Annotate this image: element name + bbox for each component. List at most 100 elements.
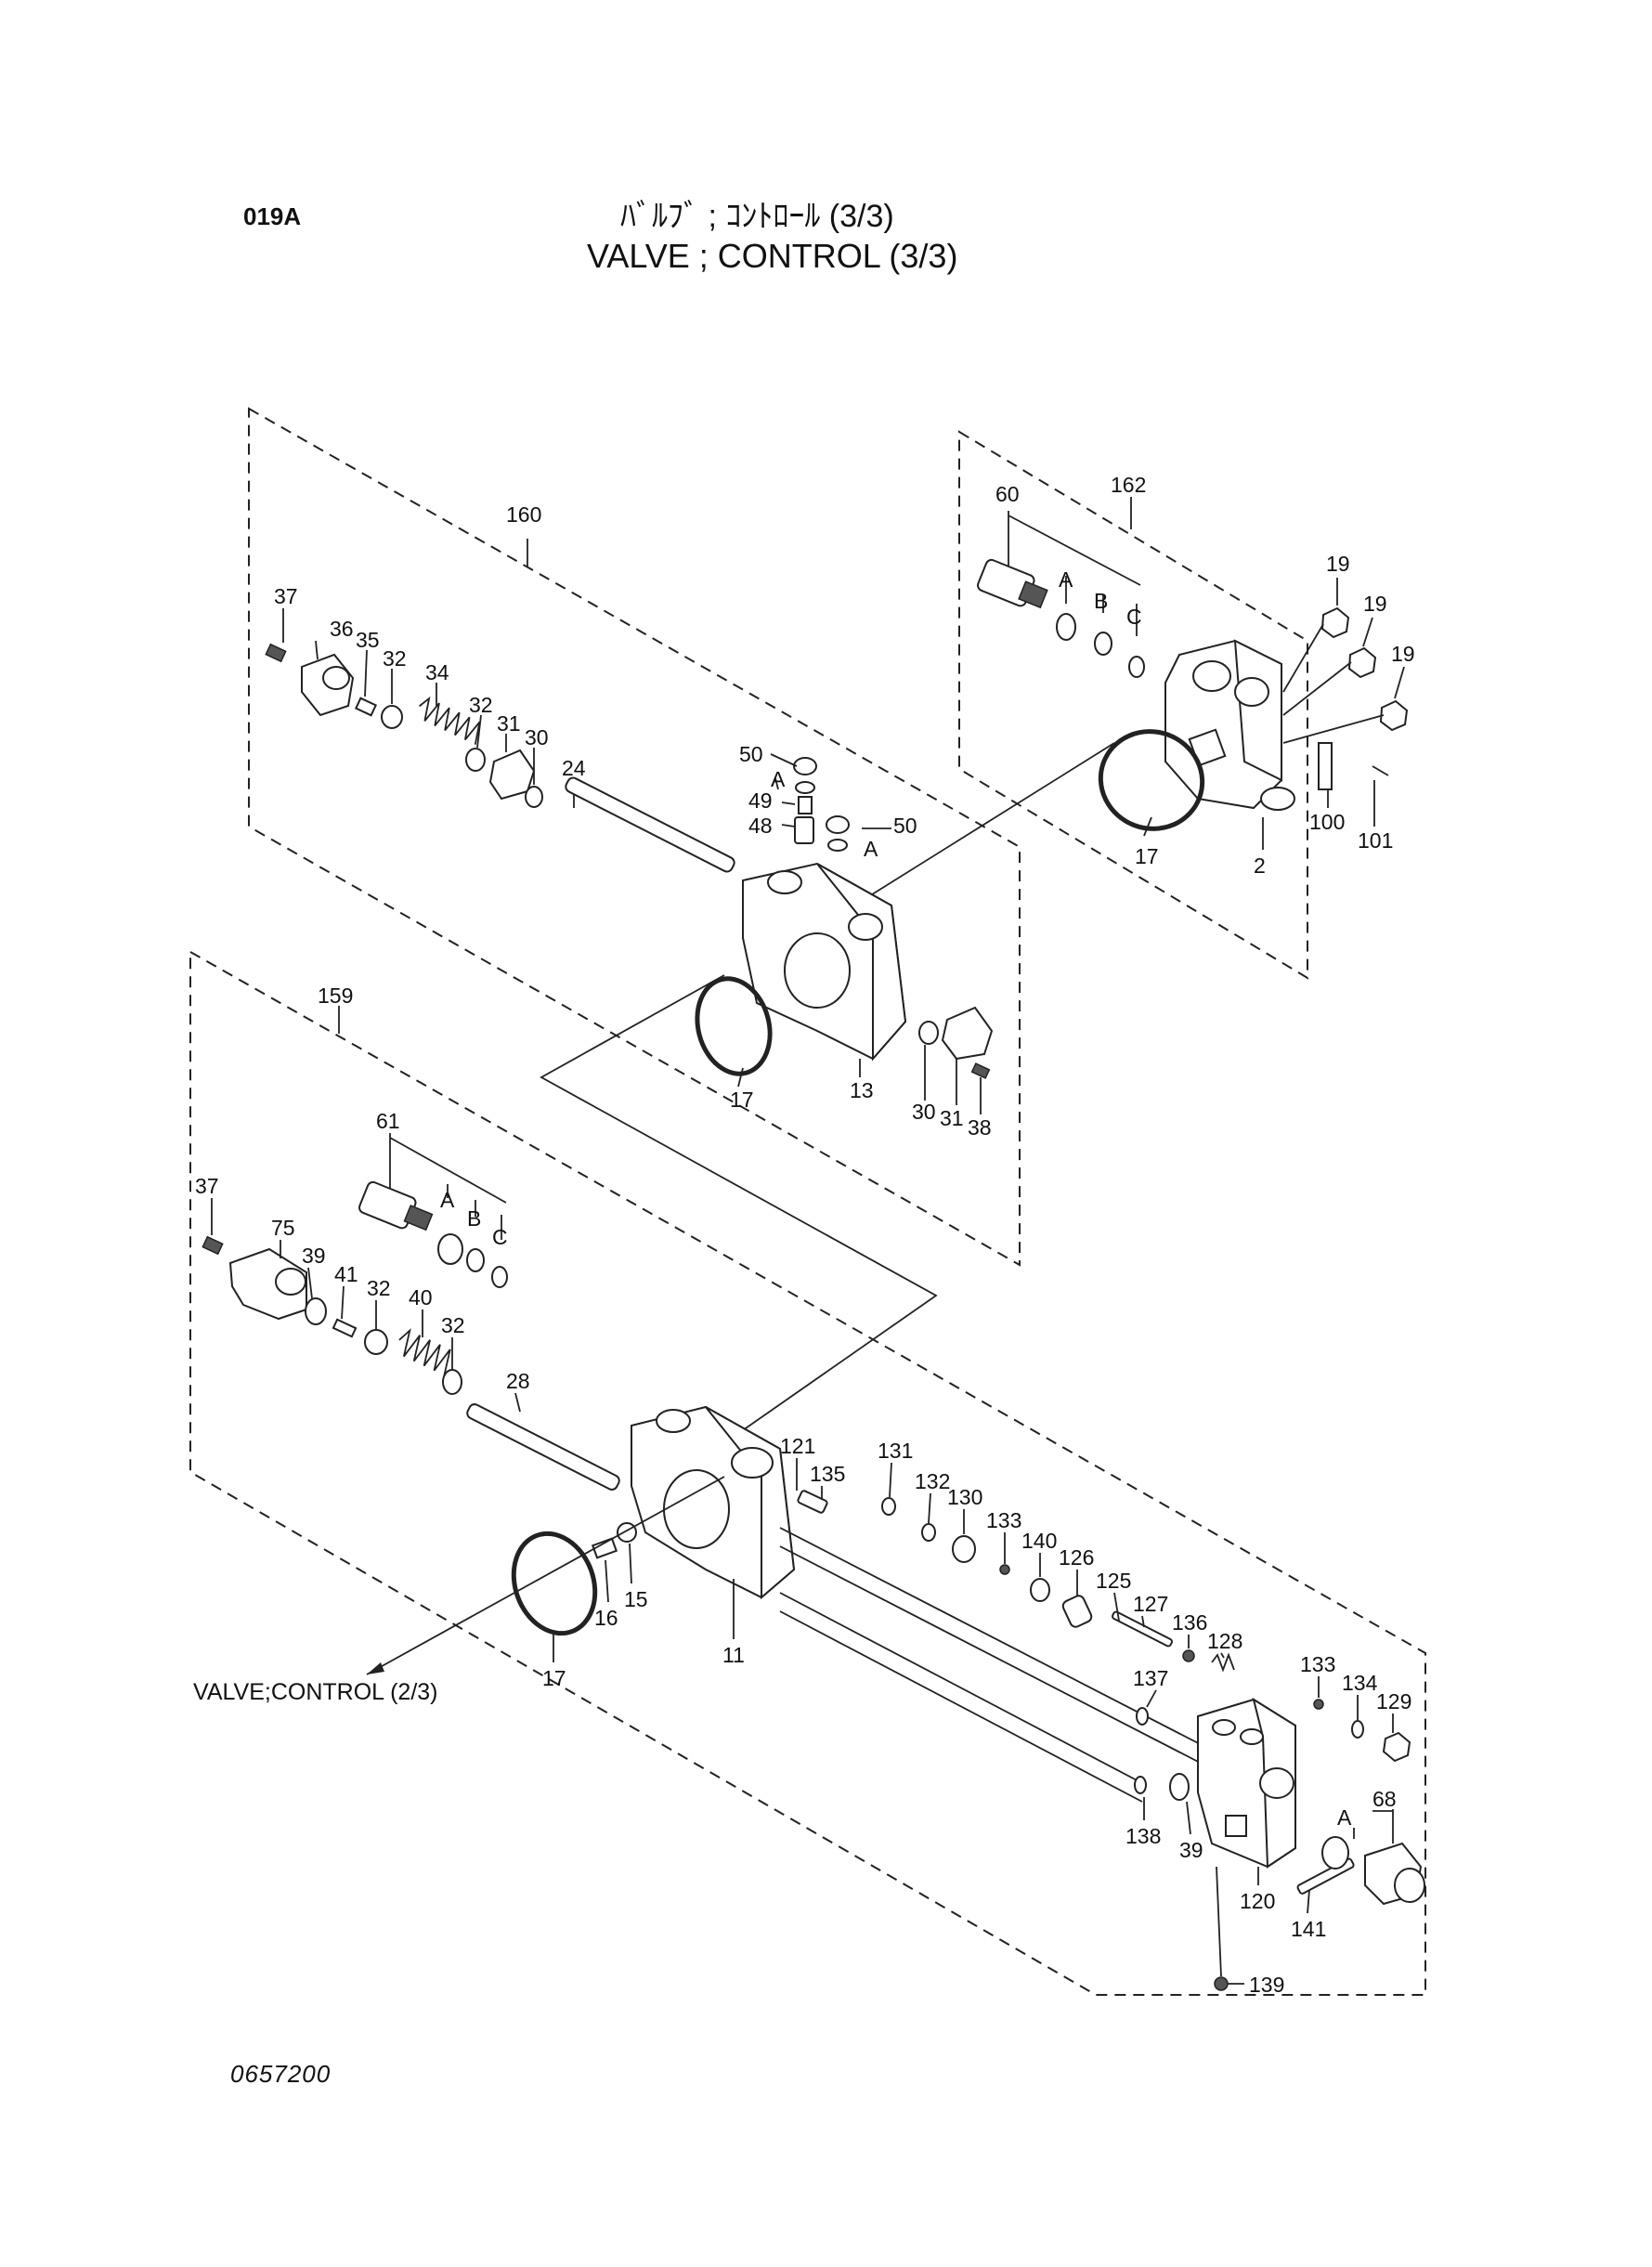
callout-133-b: 133 <box>1300 1652 1335 1676</box>
part-140-seat <box>1030 1578 1050 1602</box>
tie-rod-upper-2 <box>779 1545 1208 1767</box>
callout-60-c: C <box>1126 605 1142 629</box>
part-32-seat-d <box>442 1369 462 1395</box>
leader-60 <box>1008 511 1141 636</box>
callout-36: 36 <box>330 617 354 641</box>
callout-37-lower: 37 <box>195 1174 219 1198</box>
callout-134: 134 <box>1342 1671 1378 1695</box>
callout-159: 159 <box>318 984 353 1008</box>
callout-137: 137 <box>1133 1666 1168 1690</box>
callout-61-c: C <box>492 1225 508 1249</box>
arrow-head <box>367 1662 384 1674</box>
title-japanese: ﾊﾞﾙﾌﾞ ; ｺﾝﾄﾛｰﾙ (3/3) <box>620 199 894 234</box>
callout-labels: 160 162 159 60 A B C 19 19 19 17 2 100 1… <box>193 473 1415 1997</box>
part-131-o-ring <box>881 1497 896 1516</box>
part-19-nuts <box>1320 606 1409 732</box>
callout-121: 121 <box>780 1434 815 1458</box>
part-38-bolt <box>970 1062 991 1079</box>
part-16-plug <box>591 1537 618 1559</box>
callout-37-upper: 37 <box>274 584 298 608</box>
o-ring-60b <box>1094 632 1112 656</box>
o-ring-61b <box>466 1248 485 1272</box>
callout-50-b-ring: A <box>864 837 878 861</box>
part-41-stopper <box>332 1318 358 1338</box>
callout-127: 127 <box>1133 1592 1168 1616</box>
part-128-spring <box>1211 1652 1235 1673</box>
callout-40: 40 <box>409 1285 433 1309</box>
callout-49: 49 <box>748 788 773 813</box>
callout-135: 135 <box>810 1462 845 1486</box>
callout-30-upper: 30 <box>525 725 549 749</box>
callout-60: 60 <box>995 482 1020 506</box>
callout-28: 28 <box>506 1369 530 1393</box>
part-32-seat-b <box>465 748 486 772</box>
o-ring-60a <box>1056 613 1076 641</box>
callout-32-d: 32 <box>441 1313 465 1337</box>
callout-160: 160 <box>506 502 541 527</box>
assembly-line-upper <box>853 742 1115 906</box>
callout-11: 11 <box>722 1643 745 1667</box>
leader-19 <box>1282 578 1405 744</box>
group-162-boundary <box>958 430 1308 980</box>
callout-125: 125 <box>1096 1569 1131 1593</box>
part-60-plug <box>977 558 1048 609</box>
arrow-to-valve-2-3 <box>366 1476 725 1675</box>
callout-15: 15 <box>624 1587 648 1611</box>
leaders-13-38 <box>737 1045 982 1114</box>
callout-128: 128 <box>1207 1629 1242 1653</box>
callout-60-b: B <box>1094 589 1108 613</box>
callout-68-a: A <box>1337 1805 1352 1830</box>
callout-30-lower: 30 <box>912 1100 936 1124</box>
callout-16: 16 <box>594 1606 618 1630</box>
leaders-120-141 <box>1143 1689 1394 1985</box>
callout-19-c: 19 <box>1391 642 1415 666</box>
part-37-bolt-lower <box>202 1235 224 1256</box>
callout-39-right: 39 <box>1179 1838 1203 1862</box>
part-130-plug <box>952 1535 976 1563</box>
leader-17-upper <box>1143 816 1152 837</box>
callout-132: 132 <box>915 1469 950 1493</box>
drawing-number: 0657200 <box>230 2060 332 2088</box>
callout-17-lower: 17 <box>542 1666 566 1690</box>
callout-19-b: 19 <box>1363 592 1387 616</box>
part-2-cover-housing <box>1164 639 1295 811</box>
tie-rod-lower <box>779 1592 1143 1784</box>
part-132-o-ring <box>921 1523 936 1542</box>
callout-61: 61 <box>376 1109 400 1133</box>
part-28-spool <box>466 1403 620 1491</box>
part-37-bolt-upper <box>265 643 287 663</box>
part-134-o-ring <box>1351 1720 1364 1739</box>
part-11-valve-body <box>631 1405 796 1600</box>
part-129-plug <box>1382 1731 1411 1763</box>
parts-48-50 <box>793 757 850 852</box>
callout-133-a: 133 <box>986 1508 1021 1532</box>
callout-138: 138 <box>1125 1824 1161 1848</box>
group-160-boundary <box>248 407 1021 1267</box>
part-17-o-ring-lower <box>511 1531 598 1636</box>
callout-39-left: 39 <box>302 1244 326 1268</box>
callout-17-upper: 17 <box>1135 844 1159 868</box>
callout-38: 38 <box>968 1115 992 1140</box>
o-ring-60c <box>1128 656 1145 678</box>
callout-61-a: A <box>440 1188 455 1212</box>
part-135-plug <box>797 1490 828 1514</box>
part-34-spring <box>419 696 481 745</box>
part-15-plug <box>617 1522 637 1543</box>
part-39-o-ring-left <box>305 1297 327 1325</box>
callout-31-upper: 31 <box>497 711 521 736</box>
callout-120: 120 <box>1240 1889 1275 1913</box>
callout-19-a: 19 <box>1326 552 1350 576</box>
callout-61-b: B <box>467 1206 481 1231</box>
part-31-plate-lower <box>941 1006 994 1061</box>
title-english: VALVE ; CONTROL (3/3) <box>587 237 958 275</box>
part-100-plate <box>1318 742 1333 790</box>
part-36-cover <box>301 653 355 717</box>
part-133-ball-b <box>1313 1699 1324 1710</box>
part-137-o-ring <box>1136 1707 1149 1726</box>
part-133-ball-a <box>999 1564 1010 1575</box>
part-32-seat-c <box>364 1329 388 1355</box>
callout-140: 140 <box>1021 1529 1057 1553</box>
callout-34: 34 <box>425 660 449 684</box>
part-32-seat-a <box>381 705 403 729</box>
callout-32-c: 32 <box>367 1276 391 1300</box>
